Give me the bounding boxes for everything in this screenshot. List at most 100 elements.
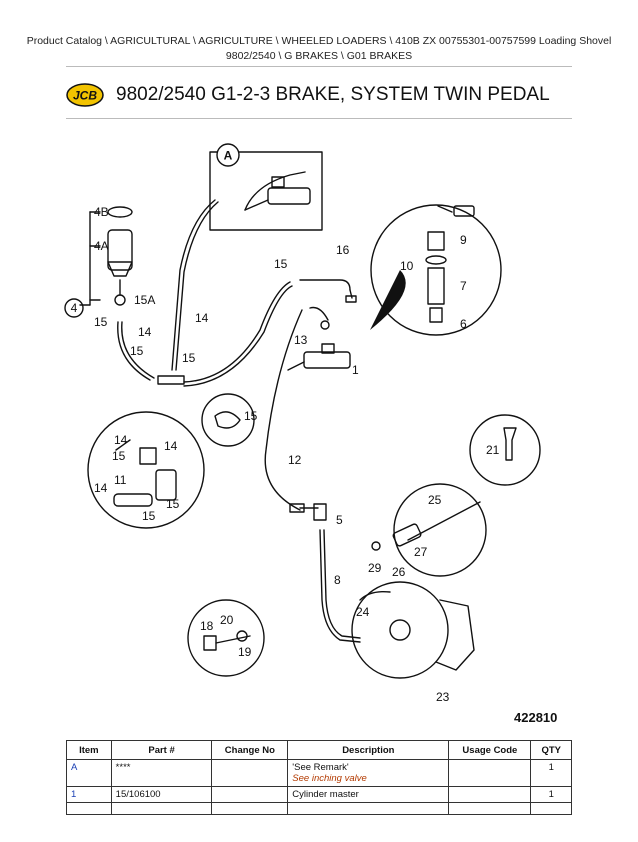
row-part-number (110, 802, 212, 815)
callout-20: 20 (220, 613, 234, 627)
callout-14-e: 14 (94, 481, 108, 495)
callout-16: 16 (336, 243, 350, 257)
logo-text: JCB (73, 89, 97, 103)
callout-27: 27 (414, 545, 428, 559)
callout-15-b: 15 (130, 344, 144, 358)
callout-9: 9 (460, 233, 467, 247)
row-change-no (211, 759, 288, 787)
figure-number: 422810 (514, 710, 558, 725)
callout-15a: 15A (134, 293, 155, 307)
row-description: 'See Remark' See inching valve (287, 759, 449, 787)
callout-a: A (224, 149, 233, 163)
row-description: Cylinder master (287, 786, 449, 803)
row-usage-code (448, 759, 531, 787)
pipe-to-16 (183, 281, 291, 383)
header-usage-code: Usage Code (448, 740, 531, 760)
header-part: Part # (110, 740, 212, 760)
exploded-diagram: A 4B 4A 4 15A 15 14 15 15 14 15 16 13 1 … (64, 143, 541, 704)
detail-21 (469, 414, 541, 486)
detail-tee (87, 411, 205, 529)
detail-switch (370, 204, 502, 336)
row-qty: 1 (530, 786, 572, 803)
row-part-number: 15/106100 (110, 786, 212, 803)
callout-12: 12 (288, 453, 302, 467)
callout-23: 23 (436, 690, 450, 704)
tee-fitting (157, 375, 185, 385)
row-change-no (211, 786, 288, 803)
header-description: Description (287, 740, 449, 760)
inset-cylinder (267, 187, 311, 205)
callout-26: 26 (392, 565, 406, 579)
page-title: 9802/2540 G1-2-3 BRAKE, SYSTEM TWIN PEDA… (116, 84, 550, 105)
tee-5 (313, 503, 327, 521)
callout-4b: 4B (94, 205, 109, 219)
breadcrumb-line-1: Product Catalog \ AGRICULTURAL \ AGRICUL… (26, 35, 612, 47)
pipe-16 (299, 279, 351, 291)
row-usage-code (448, 786, 531, 803)
pipe-14-upper-b (175, 201, 219, 371)
row-description (287, 802, 449, 815)
callout-15-d: 15 (274, 257, 288, 271)
callout-15-g: 15 (142, 509, 156, 523)
detail-25 (393, 483, 487, 577)
reservoir-body (107, 229, 133, 271)
inset-fitting (271, 176, 285, 188)
callout-8: 8 (334, 573, 341, 587)
row-usage-code (448, 802, 531, 815)
parts-table: Item Part # Change No Description Usage … (66, 740, 572, 815)
row-part-number: **** (110, 759, 212, 787)
reservoir-cap (107, 206, 133, 218)
row-remark: See inching valve (292, 773, 367, 784)
clip-15a (114, 294, 126, 306)
row-item-link[interactable]: A (66, 759, 112, 787)
pipe-12 (264, 309, 303, 511)
master-cylinder (303, 351, 351, 369)
callout-19: 19 (238, 645, 252, 659)
callout-5: 5 (336, 513, 343, 527)
breadcrumb: Product Catalog \ AGRICULTURAL \ AGRICUL… (0, 34, 638, 64)
callout-14-d: 14 (164, 439, 178, 453)
detail-bolt (187, 599, 265, 677)
callout-4: 4 (71, 301, 78, 315)
table-row (66, 802, 572, 815)
row-qty (530, 802, 572, 815)
header-qty: QTY (530, 740, 572, 760)
row-item-link (66, 802, 112, 815)
callout-15-a: 15 (94, 315, 108, 329)
callout-11: 11 (114, 473, 127, 487)
callout-14-b: 14 (195, 311, 209, 325)
callout-14-c: 14 (114, 433, 128, 447)
callout-14-a: 14 (138, 325, 152, 339)
header-item: Item (66, 740, 112, 760)
callout-circle-4 (64, 298, 84, 318)
row-change-no (211, 802, 288, 815)
table-row: 1 15/106100 Cylinder master 1 (66, 786, 572, 803)
callout-18: 18 (200, 619, 214, 633)
callout-4a: 4A (94, 239, 109, 253)
callout-15-c: 15 (182, 351, 196, 365)
callout-25: 25 (428, 493, 442, 507)
hose-13 (309, 306, 329, 321)
header-divider (66, 66, 572, 67)
inset-pipe (244, 171, 306, 211)
brake-disc (351, 581, 449, 679)
callout-21: 21 (486, 443, 500, 457)
callout-15-e: 15 (244, 409, 258, 423)
inset-box-a (209, 151, 323, 231)
table-header-row: Item Part # Change No Description Usage … (66, 740, 572, 760)
title-divider (66, 118, 572, 119)
row-qty: 1 (530, 759, 572, 787)
callout-29: 29 (368, 561, 382, 575)
callout-7: 7 (460, 279, 467, 293)
header-change-no: Change No (211, 740, 288, 760)
callout-circle-a (216, 143, 240, 167)
breadcrumb-line-2: 9802/2540 \ G BRAKES \ G01 BRAKES (225, 50, 413, 62)
detail-clip-15 (201, 393, 255, 447)
callout-10: 10 (400, 259, 414, 273)
pipe-14-upper (171, 199, 216, 371)
reservoir-bottom (107, 261, 133, 277)
jcb-logo: JCB (66, 83, 104, 107)
callout-6: 6 (460, 317, 467, 331)
row-item-link[interactable]: 1 (66, 786, 112, 803)
table-row: A **** 'See Remark' See inching valve 1 (66, 759, 572, 787)
